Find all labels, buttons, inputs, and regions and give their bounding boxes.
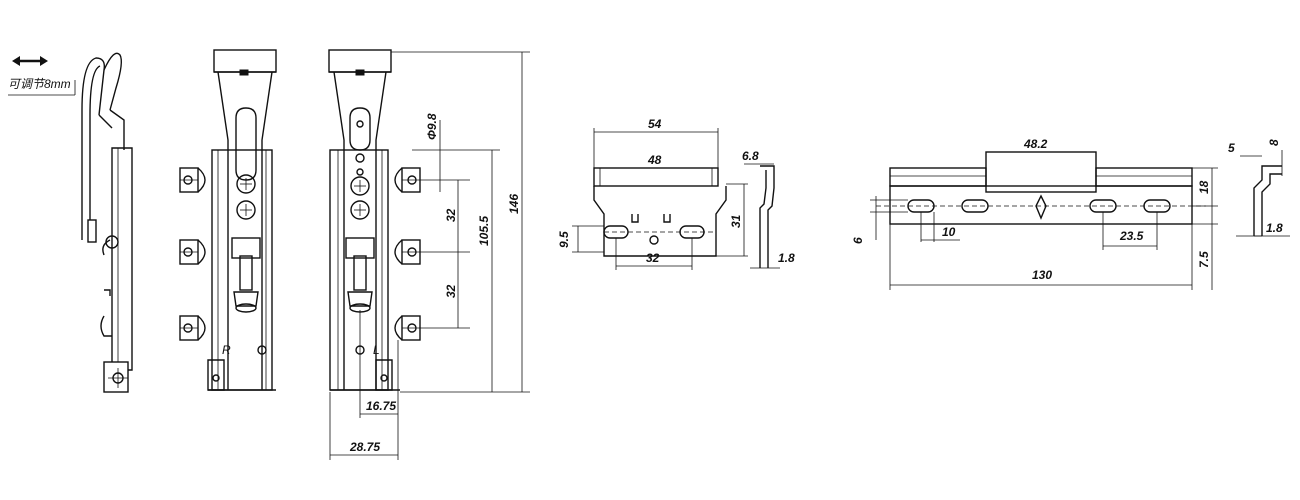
dim-pitch-2: 32 (444, 284, 458, 298)
dim-plate-height: 31 (729, 214, 743, 228)
dim-plate-inner-width: 48 (647, 153, 662, 167)
dim-long-bottom-offset: 7.5 (1197, 251, 1211, 268)
knob-icon (394, 315, 421, 341)
dim-plate-width: 54 (648, 117, 662, 131)
knob-icon (179, 167, 206, 193)
dim-offset-large: 28.75 (349, 440, 380, 454)
knob-icon (394, 239, 421, 265)
front-view-left: L (328, 49, 530, 460)
dim-height: 146 (507, 194, 521, 214)
mark-left: L (373, 343, 380, 357)
dim-plate-slot-pitch: 32 (646, 251, 660, 265)
adjust-arrow-icon (12, 56, 48, 66)
adjust-note: 可调节8mm (8, 77, 71, 91)
dim-long-slot-pitch-right: 23.5 (1119, 229, 1144, 243)
dim-long-top-lip: 5 (1228, 141, 1235, 155)
dim-plate-slot-height: 9.5 (557, 231, 571, 248)
dim-long-center-width: 48.2 (1023, 137, 1048, 151)
dim-long-thickness: 1.8 (1266, 221, 1283, 235)
side-view: 可调节8mm (8, 52, 133, 393)
dim-long-slot-pitch-left: 10 (942, 225, 956, 239)
dim-hole-dia: Φ9.8 (425, 113, 439, 140)
dim-long-length: 130 (1032, 268, 1052, 282)
knob-icon (179, 239, 206, 265)
dim-long-height: 18 (1197, 180, 1211, 194)
dim-span: 105.5 (477, 216, 491, 246)
mark-right: R (222, 343, 231, 357)
dim-pitch-1: 32 (444, 208, 458, 222)
knob-icon (394, 167, 421, 193)
dim-plate-lip: 6.8 (742, 149, 759, 163)
long-plate (870, 150, 1290, 290)
dim-long-lip-height: 8 (1267, 139, 1281, 146)
front-view-right: R (179, 49, 277, 391)
dim-long-left-offset: 6 (851, 237, 865, 244)
dim-plate-thickness: 1.8 (778, 251, 795, 265)
knob-icon (179, 315, 206, 341)
dim-offset-small: 16.75 (366, 399, 396, 413)
small-plate (572, 128, 780, 270)
